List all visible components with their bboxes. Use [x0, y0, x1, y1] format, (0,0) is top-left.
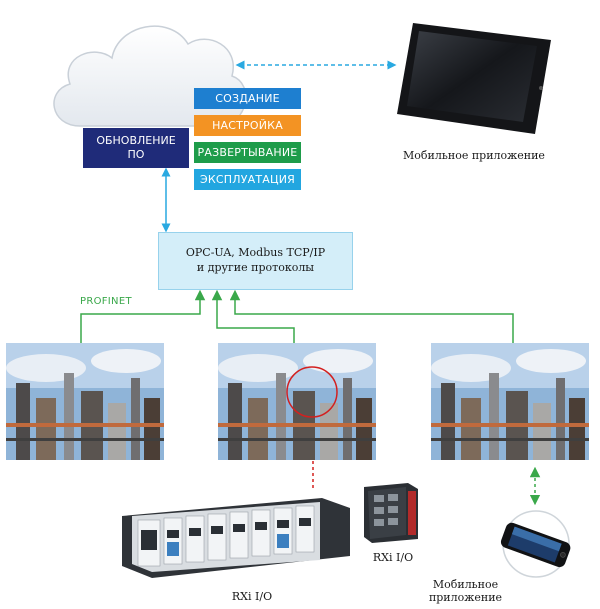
protocols-line1: OPC-UA, Modbus TCP/IP [185, 246, 326, 259]
protocols-box: OPC-UA, Modbus TCP/IP и другие протоколы [158, 232, 353, 290]
profinet-link-right [229, 289, 514, 343]
phone-caption-line2: приложение [428, 591, 503, 604]
tablet-caption: Мобильное приложение [403, 149, 545, 162]
profinet-label: PROFINET [80, 296, 132, 307]
phone-caption: Мобильное приложение [418, 578, 513, 604]
rack-caption: RXi I/O [231, 590, 273, 603]
update-label-line1: ОБНОВЛЕНИЕ [96, 134, 176, 147]
profinet-link-middle [211, 289, 295, 343]
industrial-plant-image-left [6, 343, 164, 460]
stage-operate: ЭКСПЛУАТАЦИЯ [194, 169, 301, 190]
software-update-box: ОБНОВЛЕНИЕ ПО [83, 128, 189, 168]
stage-create: СОЗДАНИЕ [194, 88, 301, 109]
small-device-caption: RXi I/O [372, 551, 414, 564]
rxi-io-device-icon [364, 483, 418, 543]
industrial-plant-image-right [431, 343, 589, 460]
plc-rack-icon [122, 498, 350, 578]
profinet-link-left [80, 289, 206, 343]
phone-caption-line1: Мобильное [432, 578, 499, 591]
stage-deploy: РАЗВЕРТЫВАНИЕ [194, 142, 301, 163]
protocols-line2: и другие протоколы [196, 261, 315, 274]
stage-configure: НАСТРОЙКА [194, 115, 301, 136]
industrial-plant-image-middle [218, 343, 376, 460]
tablet-icon [397, 23, 551, 134]
phone-icon [500, 510, 571, 578]
update-label-line2: ПО [127, 148, 145, 161]
